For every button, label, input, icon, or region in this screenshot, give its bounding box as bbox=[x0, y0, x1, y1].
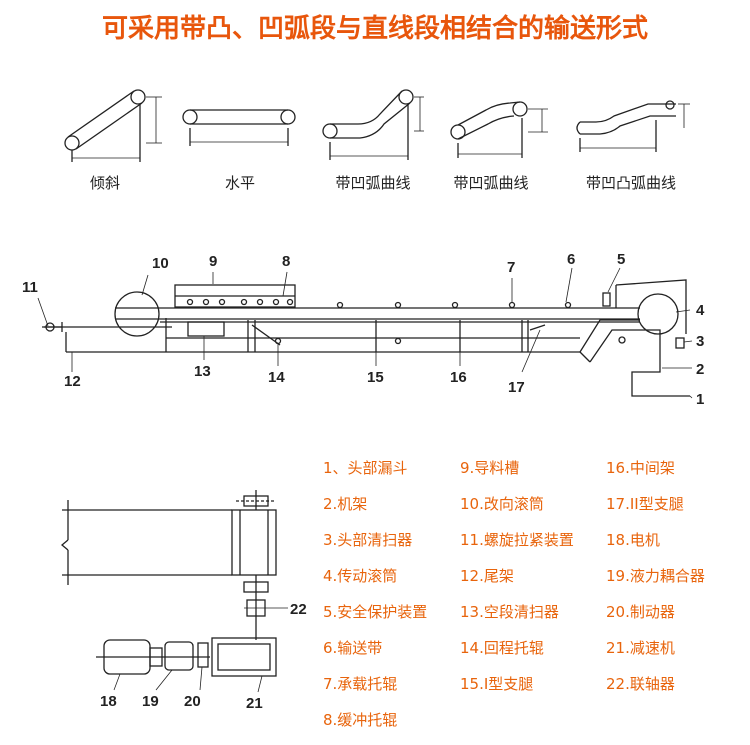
inclined-variant-sketch bbox=[64, 89, 162, 162]
legend-item: 22.联轴器 bbox=[606, 675, 675, 693]
callout-7: 7 bbox=[507, 259, 515, 276]
callout-5: 5 bbox=[617, 251, 625, 268]
callout-18: 18 bbox=[100, 693, 117, 710]
callout-15: 15 bbox=[367, 369, 384, 386]
legend-item: 11.螺旋拉紧装置 bbox=[460, 531, 574, 549]
legend-item: 19.液力耦合器 bbox=[606, 567, 705, 585]
legend-item: 12.尾架 bbox=[460, 567, 514, 585]
horizontal-variant-sketch bbox=[182, 109, 296, 146]
legend-item: 8.缓冲托辊 bbox=[323, 711, 398, 729]
legend-item: 2.机架 bbox=[323, 495, 368, 513]
callout-11: 11 bbox=[22, 279, 38, 296]
callout-20: 20 bbox=[184, 693, 201, 710]
legend-item: 17.II型支腿 bbox=[606, 495, 684, 513]
concave-curve-variant-sketch bbox=[322, 89, 424, 160]
callout-14: 14 bbox=[268, 369, 285, 386]
callout-3: 3 bbox=[696, 333, 704, 350]
legend-item: 9.导料槽 bbox=[460, 459, 520, 477]
variant-label-concave-2: 带凹弧曲线 bbox=[453, 174, 529, 192]
legend-item: 15.I型支腿 bbox=[460, 675, 534, 693]
legend-item: 1、头部漏斗 bbox=[323, 459, 408, 477]
callout-16: 16 bbox=[450, 369, 467, 386]
callout-13: 13 bbox=[194, 363, 211, 380]
legend-item: 21.减速机 bbox=[606, 639, 675, 657]
legend-item: 4.传动滚筒 bbox=[323, 567, 398, 585]
drive-unit-view bbox=[60, 490, 288, 693]
legend-item: 6.输送带 bbox=[323, 639, 383, 657]
callout-1: 1 bbox=[696, 391, 704, 408]
main-conveyor-view bbox=[37, 267, 693, 399]
page-title: 可采用带凸、凹弧段与直线段相结合的输送形式 bbox=[101, 14, 648, 44]
callout-21: 21 bbox=[246, 695, 263, 712]
variant-label-horizontal: 水平 bbox=[224, 174, 255, 192]
legend-item: 14.回程托辊 bbox=[460, 639, 544, 657]
variant-label-concave-convex: 带凹凸弧曲线 bbox=[585, 174, 676, 192]
legend-item: 18.电机 bbox=[606, 531, 660, 549]
callout-12: 12 bbox=[64, 373, 81, 390]
callout-19: 19 bbox=[142, 693, 159, 710]
legend-item: 3.头部清扫器 bbox=[323, 531, 413, 549]
concave-convex-variant-sketch bbox=[576, 100, 690, 152]
legend-item: 16.中间架 bbox=[606, 459, 675, 477]
concave-curve-variant-2-sketch bbox=[450, 101, 548, 158]
legend-item: 13.空段清扫器 bbox=[460, 603, 559, 621]
legend-item: 10.改向滚筒 bbox=[460, 495, 544, 513]
callout-17: 17 bbox=[508, 379, 525, 396]
variant-label-inclined: 倾斜 bbox=[89, 174, 120, 192]
variant-label-concave: 带凹弧曲线 bbox=[335, 174, 411, 192]
callout-4: 4 bbox=[696, 302, 705, 319]
legend-item: 5.安全保护装置 bbox=[323, 603, 428, 621]
legend-item: 7.承载托辊 bbox=[323, 675, 398, 693]
callout-6: 6 bbox=[567, 251, 575, 268]
callout-10: 10 bbox=[152, 255, 169, 272]
callout-9: 9 bbox=[209, 253, 217, 270]
legend-item: 20.制动器 bbox=[606, 603, 675, 621]
callout-8: 8 bbox=[282, 253, 290, 270]
callout-22: 22 bbox=[290, 601, 307, 618]
callout-2: 2 bbox=[696, 361, 704, 378]
